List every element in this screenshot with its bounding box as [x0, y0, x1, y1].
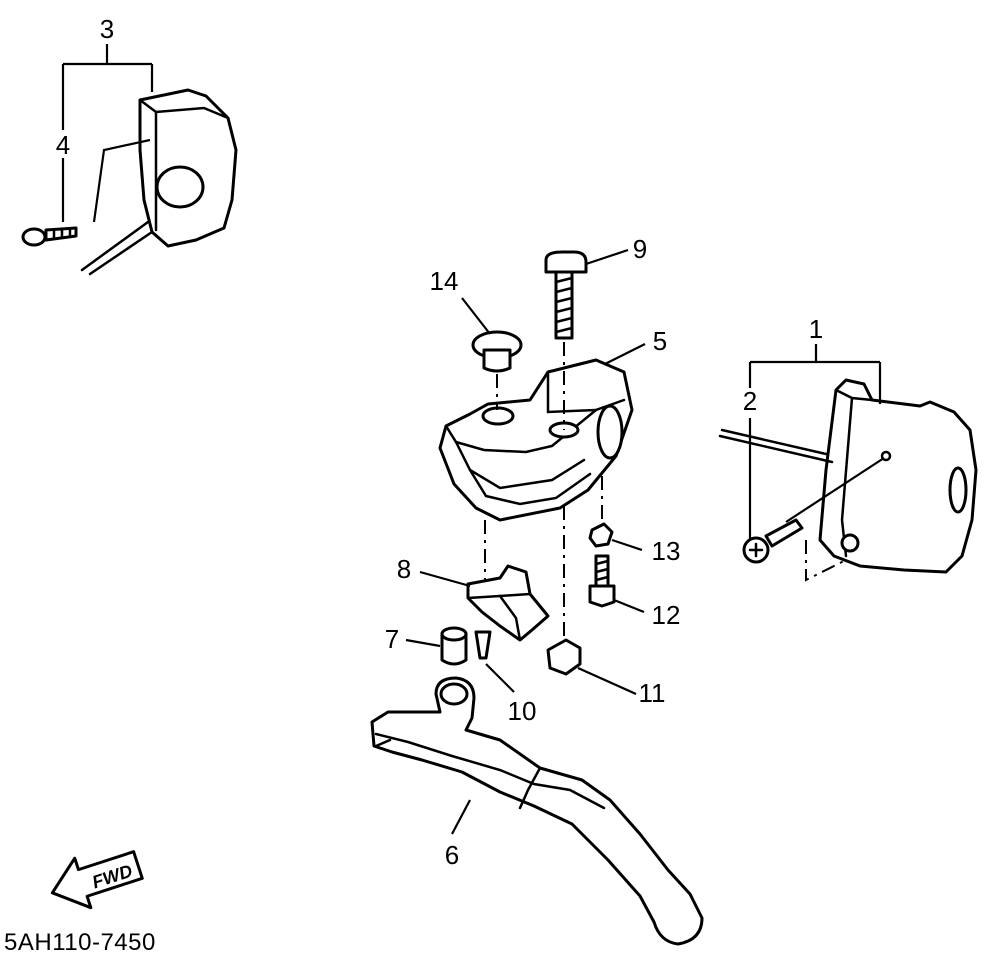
- callout-1: 1: [809, 314, 823, 344]
- diagram-code: 5AH110-7450: [4, 929, 156, 956]
- right-handlebar-switch: [718, 378, 978, 582]
- callout-11: 11: [639, 678, 666, 708]
- callout-12: 12: [652, 600, 681, 630]
- lever-holder-5: [438, 343, 646, 522]
- lever-6: [370, 676, 704, 946]
- left-switch-screw: [21, 226, 78, 247]
- assembly-centerlines: [484, 342, 603, 640]
- screw-12: [588, 554, 645, 614]
- collar-7: [405, 626, 468, 666]
- switch-8: [419, 564, 550, 642]
- callout-7: 7: [385, 624, 399, 654]
- callout-4: 4: [56, 130, 70, 160]
- cap-14: [461, 297, 523, 373]
- callout-5: 5: [653, 326, 667, 356]
- left-handlebar-switch: [80, 88, 238, 276]
- right-switch-screw: [742, 518, 804, 564]
- callout-3: 3: [100, 14, 114, 44]
- bolt-9: [544, 248, 629, 340]
- callout-10: 10: [508, 696, 537, 726]
- callout-2: 2: [743, 386, 757, 416]
- callout-13: 13: [652, 536, 681, 566]
- screw-10: [474, 630, 515, 693]
- callout-6: 6: [445, 840, 459, 870]
- nut-13: [588, 522, 643, 552]
- fwd-arrow-icon: FWD: [50, 850, 144, 910]
- bracket-1: [748, 344, 882, 540]
- callout-9: 9: [633, 234, 647, 264]
- callout-14: 14: [430, 266, 459, 296]
- callout-8: 8: [397, 554, 411, 584]
- bracket-3: [61, 44, 154, 222]
- nut-11: [546, 638, 637, 696]
